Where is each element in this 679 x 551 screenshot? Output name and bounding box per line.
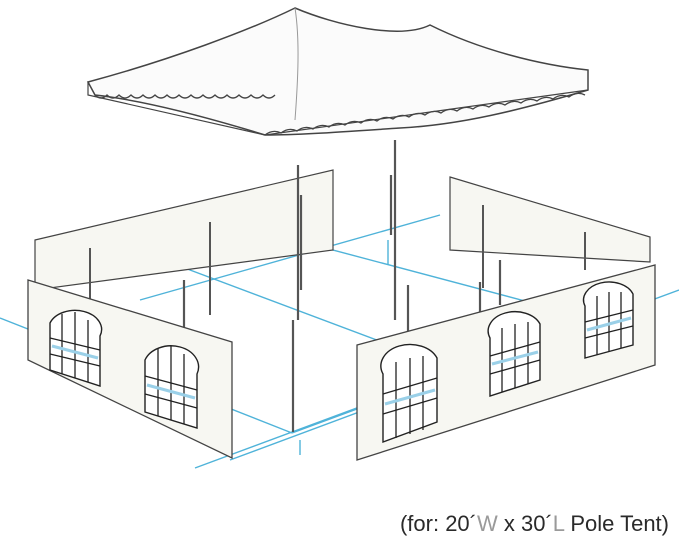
caption-mid: x 30´	[497, 511, 553, 536]
caption-prefix: (for: 20´	[399, 511, 477, 536]
window	[144, 345, 200, 429]
window	[49, 309, 103, 387]
front-left-wall	[27, 279, 233, 460]
back-right-wall	[449, 176, 651, 288]
poles	[182, 140, 502, 432]
tent-size-caption: (for: 20´W x 30´L Pole Tent)	[400, 511, 669, 537]
roof-canopy	[86, 7, 589, 136]
caption-suffix: Pole Tent)	[564, 511, 669, 536]
window	[582, 281, 634, 359]
caption-unit-w: W	[477, 511, 498, 536]
window	[487, 311, 541, 397]
back-left-wall	[34, 169, 334, 315]
front-right-wall	[356, 264, 656, 461]
caption-unit-l: L	[552, 511, 565, 536]
window	[380, 343, 438, 444]
